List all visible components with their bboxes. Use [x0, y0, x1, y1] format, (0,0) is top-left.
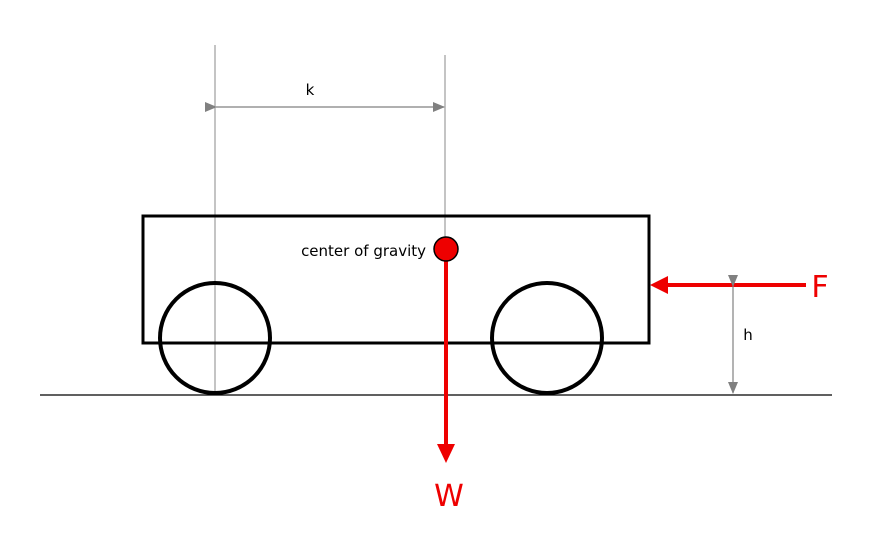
- force-label: F: [811, 270, 828, 305]
- force-arrow-head: [650, 276, 668, 294]
- center-of-gravity-dot: [433, 236, 459, 262]
- center-of-gravity-label: center of gravity: [301, 242, 426, 260]
- weight-label: W: [434, 479, 464, 514]
- front-wheel: [490, 281, 604, 395]
- weight-arrow-head: [437, 444, 455, 463]
- cart-body: [141, 214, 651, 345]
- h-label: h: [743, 326, 753, 344]
- k-label: k: [306, 81, 315, 99]
- rear-wheel: [158, 281, 272, 395]
